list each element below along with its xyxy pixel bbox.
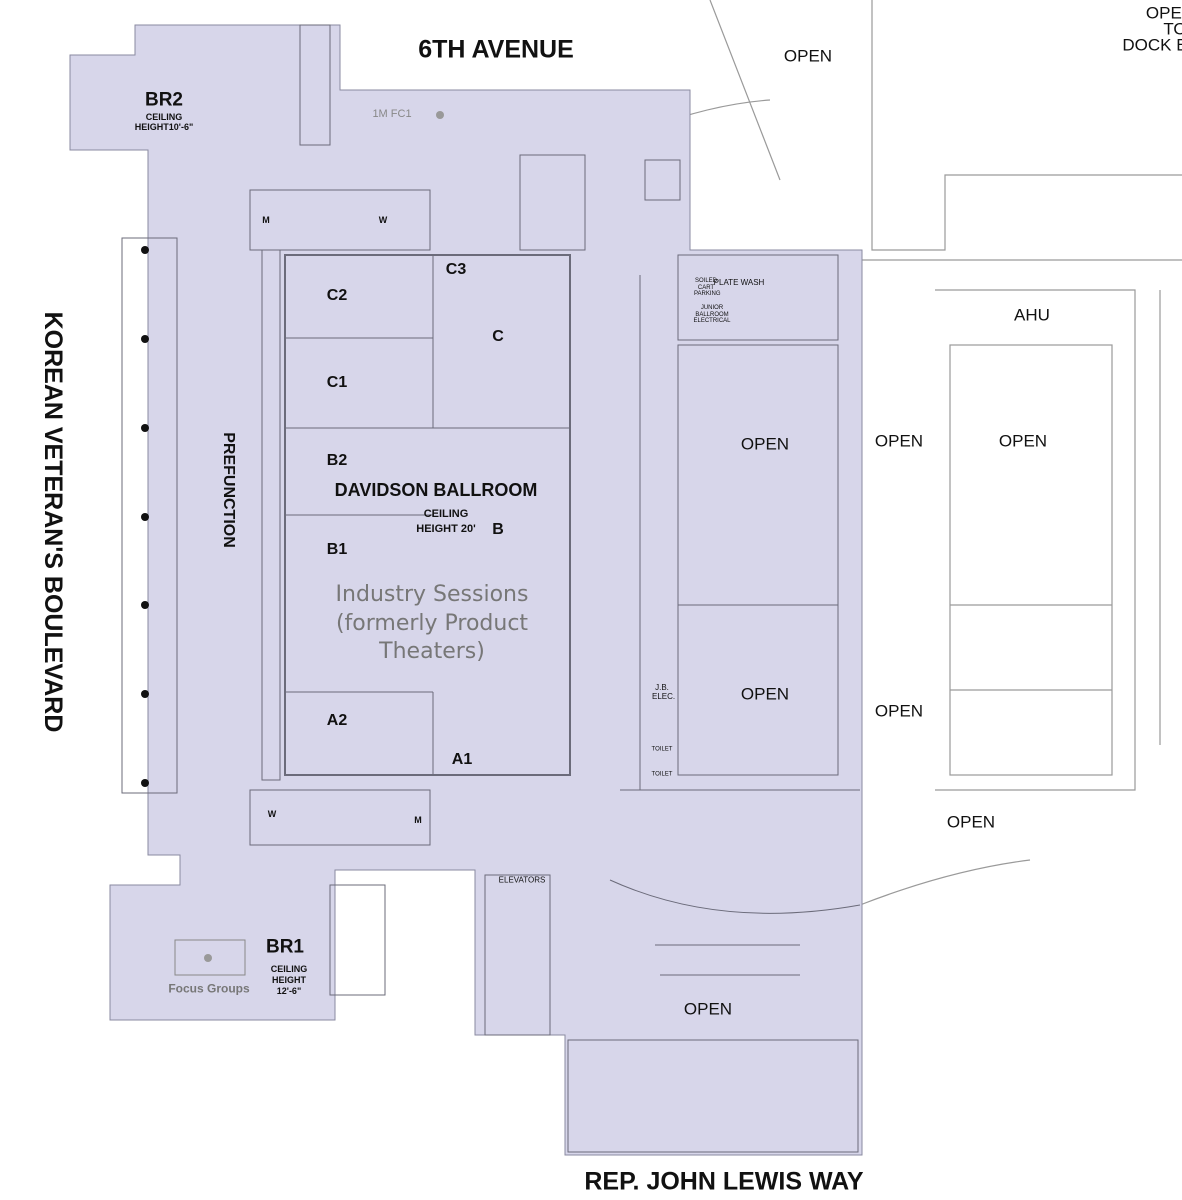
open-label: OPEN — [783, 46, 833, 66]
ballroom-use-line1: Industry Sessions — [335, 581, 529, 607]
ballroom-use-line3: Theaters) — [379, 638, 485, 664]
table-marker — [204, 954, 212, 962]
street-6th-avenue: 6TH AVENUE — [418, 35, 574, 64]
open-label: OPEN — [683, 999, 733, 1019]
section-a2: A2 — [326, 712, 348, 730]
section-b2: B2 — [326, 452, 348, 470]
ballroom-ceiling: CEILING — [423, 507, 469, 520]
elevators-label: ELEVATORS — [498, 875, 546, 885]
restroom-m-north: M — [262, 215, 270, 226]
br2-ceiling: CEILING — [145, 112, 183, 123]
prefunction-label: PREFUNCTION — [219, 432, 237, 548]
section-c1: C1 — [326, 374, 348, 392]
br1-height: HEIGHT — [271, 975, 307, 986]
open-label: OPEN — [740, 434, 790, 454]
focus-group-table — [174, 939, 246, 976]
toilet-label-1: TOILET — [651, 746, 673, 753]
br1-name: BR1 — [265, 936, 305, 958]
adjacent-building-outline — [619, 0, 1182, 906]
section-b1: B1 — [326, 541, 348, 559]
jb-elec-label: J.B. ELEC. — [652, 683, 676, 701]
ahu-label: AHU — [1014, 305, 1050, 325]
open-label: OPEN — [998, 431, 1048, 451]
br1-ceiling: CEILING — [270, 964, 308, 975]
dock-label-3: DOCK B — [1122, 35, 1182, 55]
restroom-w-north: W — [378, 215, 388, 226]
focus-groups-label: Focus Groups — [168, 981, 250, 996]
section-a1: A1 — [451, 751, 473, 769]
section-c: C — [492, 328, 504, 346]
br2-name: BR2 — [144, 89, 184, 111]
event-space-shading — [69, 24, 863, 1156]
br2-height: HEIGHT10'-6" — [134, 122, 194, 133]
ballroom-name: DAVIDSON BALLROOM — [334, 480, 538, 501]
ballroom-use-line2: (formerly Product — [335, 610, 529, 636]
dock-label-1: OPEN — [1145, 3, 1182, 23]
open-label: OPEN — [874, 701, 924, 721]
soiled-cart-label: SOILED CART PARKING — [694, 278, 721, 298]
dock-label-2: TO — [1163, 19, 1182, 39]
street-korean-veterans-blvd: KOREAN VETERAN'S BOULEVARD — [38, 311, 67, 733]
street-john-lewis-way: REP. JOHN LEWIS WAY — [584, 1167, 864, 1196]
br1-height-value: 12'-6" — [276, 986, 302, 997]
open-label: OPEN — [740, 684, 790, 704]
toilet-label-2: TOILET — [651, 771, 673, 778]
restroom-w-south: W — [267, 809, 277, 820]
restroom-m-south: M — [414, 815, 422, 826]
section-c3: C3 — [445, 261, 467, 279]
jr-electrical-label: JUNIOR BALLROOM ELECTRICAL — [693, 305, 731, 325]
ballroom-height: HEIGHT 20' — [416, 522, 476, 535]
wall-lines — [121, 24, 861, 1153]
section-b: B — [492, 521, 504, 539]
open-label: OPEN — [946, 812, 996, 832]
fc-marker — [436, 111, 444, 119]
open-label: OPEN — [874, 431, 924, 451]
column-markers — [141, 246, 149, 787]
plate-wash-label: PLATE WASH — [713, 278, 765, 287]
section-c2: C2 — [326, 287, 348, 305]
fc-label: 1M FC1 — [372, 107, 412, 120]
